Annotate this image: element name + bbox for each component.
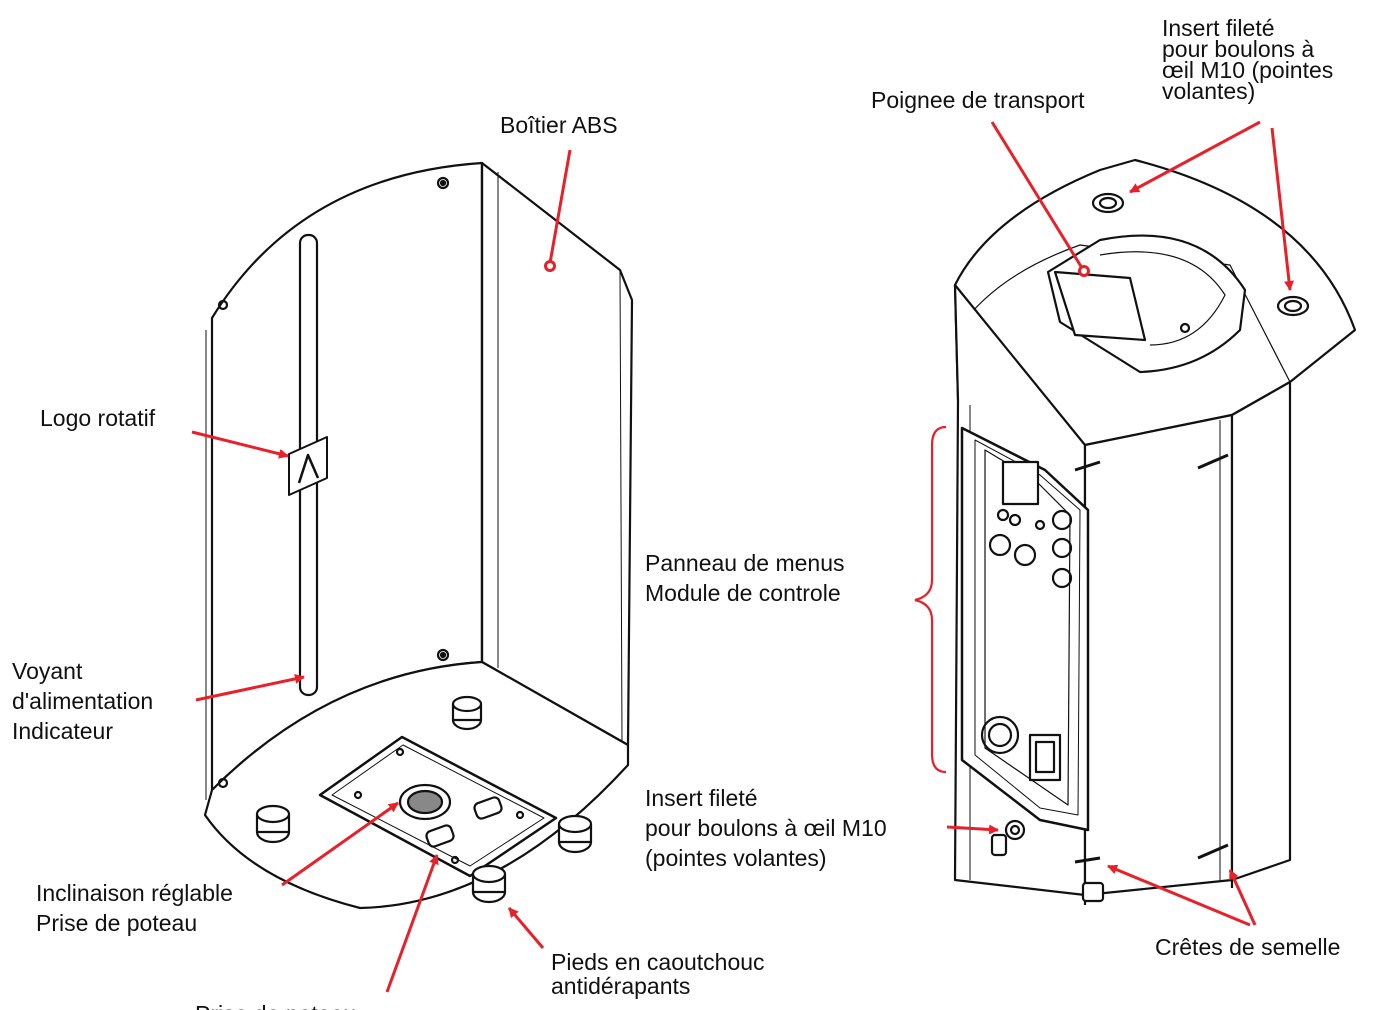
label-panneau-line2: Module de controle [645,580,841,606]
label-insert-top-line1: Insert fileté [1162,15,1275,41]
label-insert-front-line2: pour boulons à œil M10 [645,815,887,841]
arrow-cretes-2 [1228,869,1257,926]
label-insert-front-line3: (pointes volantes) [645,845,827,871]
label-insert-top-line3: œil M10 (pointes [1162,57,1334,83]
label-insert-front-line1: Insert fileté [645,785,758,811]
arrow-insert-top-2 [1270,127,1294,291]
label-pieds-line2: antidérapants [551,973,691,999]
arrow-inclinaison [281,801,399,887]
label-inclinaison: Inclinaison réglable Prise de poteau [36,878,233,938]
label-voyant: Voyant d'alimentation Indicateur [12,656,153,746]
label-voyant-line3: Indicateur [12,718,114,744]
arrow-cretes-1 [1107,864,1251,927]
callout-arrows [191,120,1294,993]
arrow-poignee [990,121,1084,269]
label-pieds: Pieds en caoutchouc antidérapants [551,950,765,998]
left-speaker [203,161,634,910]
label-prise-partial-clip: Prise de poteau [195,999,395,1010]
label-insert-top-line4: volantes) [1162,78,1256,104]
label-insert-top-line2: pour boulons à [1162,36,1315,62]
arrow-insert-top-1 [1129,120,1261,194]
carry-handle [1046,234,1247,374]
rubber-feet [255,695,593,904]
arrow-boitier [548,149,572,264]
arrow-logo [191,430,289,459]
label-panneau-line1: Panneau de menus [645,550,845,576]
side-face [480,161,634,747]
label-panneau: Panneau de menus Module de controle [645,548,845,608]
label-insert-front: Insert fileté pour boulons à œil M10 (po… [645,783,887,873]
label-pieds-line1: Pieds en caoutchouc [551,949,765,975]
label-poignee: Poignee de transport [871,87,1085,113]
label-voyant-line2: d'alimentation [12,688,154,714]
label-inclinaison-line1: Inclinaison réglable [36,880,233,906]
label-cretes: Crêtes de semelle [1155,934,1341,960]
label-voyant-line1: Voyant [12,658,83,684]
right-speaker [953,158,1357,905]
arrow-voyant [195,673,305,702]
label-insert-top: Insert fileté pour boulons à œil M10 (po… [1162,15,1334,104]
arrow-pieds [507,907,545,949]
arrow-insert-front [946,824,999,835]
arrow-prise [385,854,439,993]
label-prise-partial: Prise de poteau [195,999,356,1010]
label-boitier: Boîtier ABS [500,112,618,138]
label-logo: Logo rotatif [40,405,156,431]
label-inclinaison-line2: Prise de poteau [36,910,198,936]
panel-brace [914,425,947,774]
